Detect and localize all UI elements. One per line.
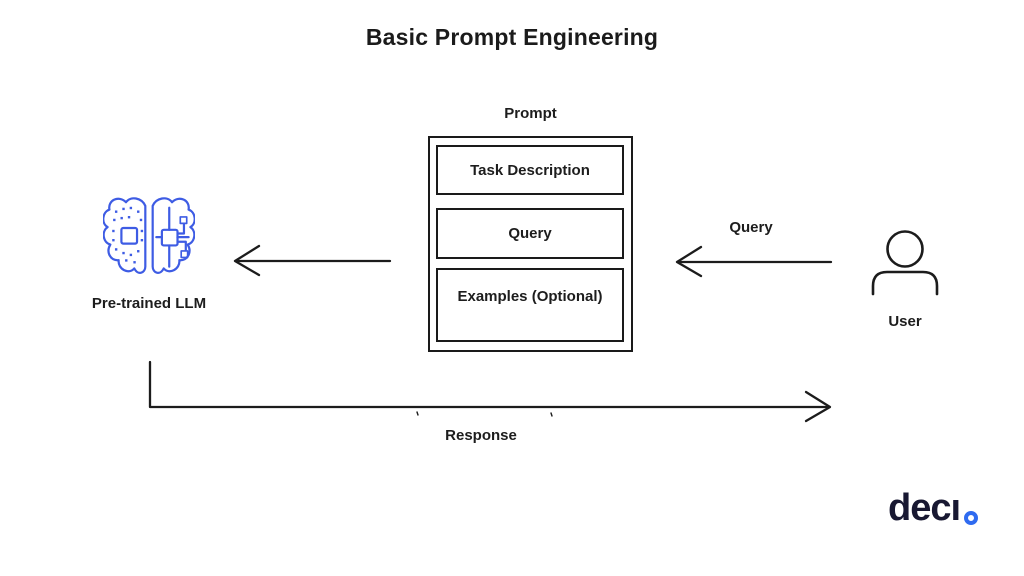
page-title: Basic Prompt Engineering bbox=[365, 24, 659, 50]
deci-logo-text: decı bbox=[888, 487, 961, 529]
examples-optional-box: Examples (Optional) bbox=[436, 268, 624, 342]
llm-label: Pre-trained LLM bbox=[91, 295, 207, 312]
brain-dots bbox=[112, 206, 144, 264]
response-arrow-label: Response bbox=[445, 427, 517, 444]
task-description-box: Task Description bbox=[436, 145, 624, 195]
prompt-container-box: Task Description Query Examples (Optiona… bbox=[428, 136, 633, 352]
brain-circuit-icon bbox=[103, 197, 195, 274]
user-label: User bbox=[888, 313, 922, 330]
query-box: Query bbox=[436, 208, 624, 259]
arrow-prompt-to-llm bbox=[233, 244, 392, 277]
stray-marks bbox=[416, 411, 553, 417]
prompt-group-label: Prompt bbox=[504, 105, 557, 122]
deci-logo-dot-icon bbox=[964, 511, 979, 525]
arrow-llm-to-user-response bbox=[148, 360, 832, 423]
deci-logo: decı bbox=[888, 483, 998, 527]
arrow-user-to-prompt bbox=[675, 245, 833, 278]
query-arrow-label: Query bbox=[729, 219, 773, 236]
person-icon bbox=[871, 230, 939, 296]
